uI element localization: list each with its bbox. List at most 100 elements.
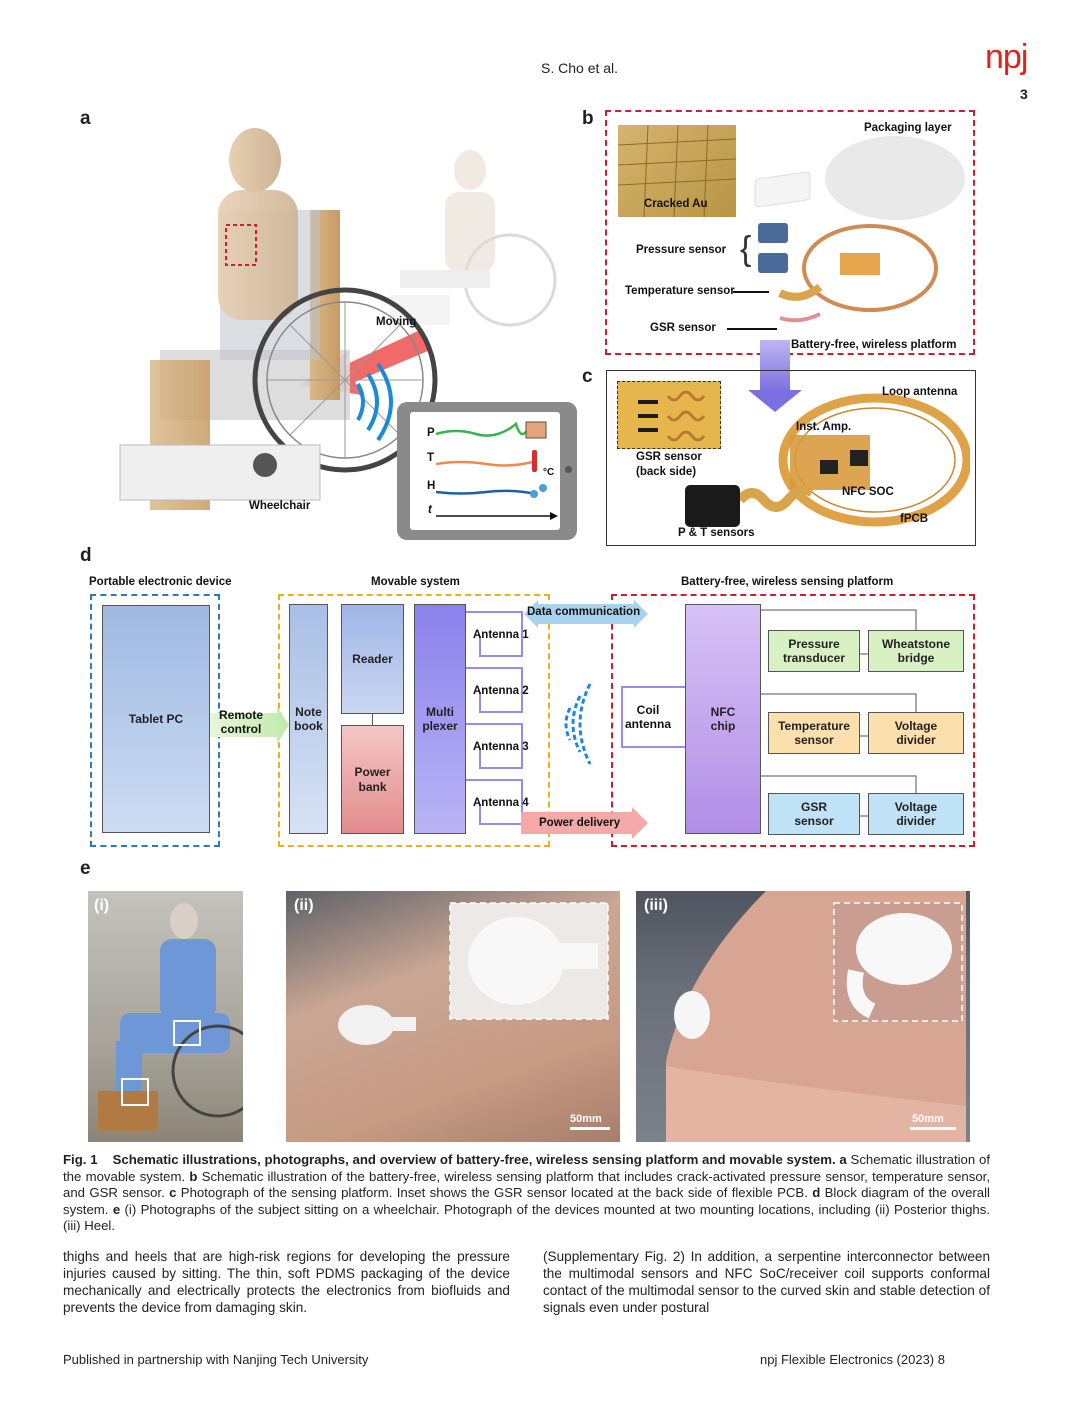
gsr-line-1: GSR bbox=[800, 799, 827, 814]
tablet-row-h: H bbox=[427, 480, 436, 492]
antenna-2-label: Antenna 2 bbox=[473, 685, 529, 697]
gsr-back-label-1: GSR sensor bbox=[636, 451, 702, 463]
body-left-column: thighs and heels that are high-risk regi… bbox=[63, 1249, 510, 1315]
wheatstone-line-1: Wheatstone bbox=[881, 636, 950, 651]
voltage-2-line-2: divider bbox=[896, 814, 936, 828]
packaging-layer-label: Packaging layer bbox=[864, 122, 952, 134]
panel-letter-b: b bbox=[582, 108, 594, 129]
photo-heel: (iii) 50mm bbox=[636, 891, 970, 1142]
caption-fig-number: Fig. 1 bbox=[63, 1152, 98, 1167]
notebook-block: Note book bbox=[289, 604, 328, 834]
wireless-signal-icon-d bbox=[564, 683, 592, 765]
remote-control-arrow bbox=[210, 713, 280, 737]
thermometer-icon bbox=[532, 450, 537, 472]
caption-b-letter: b bbox=[189, 1168, 198, 1184]
coil-antenna-loop bbox=[621, 686, 685, 748]
tablet-pc-text: Tablet PC bbox=[128, 711, 184, 726]
caption-a-text: Schematic illustration of the movable sy… bbox=[63, 1152, 990, 1184]
photo-label-i: (i) bbox=[94, 897, 110, 914]
power-delivery-label: Power delivery bbox=[539, 817, 621, 829]
voltage-1-line-2: divider bbox=[896, 733, 936, 747]
power-bank-block: Power bank bbox=[341, 725, 404, 834]
gsr-sensor-block: GSR sensor bbox=[768, 793, 860, 835]
voltage-divider-block-2: Voltage divider bbox=[868, 793, 964, 835]
moving-label: Moving bbox=[376, 316, 417, 328]
photo-label-iii: (iii) bbox=[644, 897, 668, 914]
nfc-line-1: NFC bbox=[710, 704, 736, 719]
loop-antenna-label: Loop antenna bbox=[882, 386, 958, 398]
scale-bar-iii bbox=[910, 1127, 956, 1130]
wheatstone-bridge-block: Wheatstone bridge bbox=[868, 630, 964, 672]
body-right-column: (Supplementary Fig. 2) In addition, a se… bbox=[543, 1249, 990, 1315]
reader-text: Reader bbox=[352, 651, 393, 666]
pressure-transducer-block: Pressure transducer bbox=[768, 630, 860, 672]
cracked-au-photo bbox=[618, 125, 736, 217]
group-label-movable: Movable system bbox=[371, 576, 460, 588]
photo-posterior-thigh: (ii) 50mm bbox=[286, 891, 620, 1142]
pressure-line-2: transducer bbox=[782, 651, 846, 665]
photo-label-ii: (ii) bbox=[294, 897, 314, 914]
remote-line-2: control bbox=[220, 722, 262, 736]
gsr-back-label-2: (back side) bbox=[636, 466, 697, 478]
caption-b-text: Schematic illustration of the battery-fr… bbox=[63, 1168, 990, 1201]
tablet-device bbox=[397, 402, 577, 540]
multiplexer-line-1: Multi bbox=[426, 704, 454, 719]
platform-connectors bbox=[761, 609, 917, 817]
remote-control-arrowhead bbox=[277, 706, 289, 744]
nfc-soc-label: NFC SOC bbox=[842, 486, 894, 498]
scale-label-iii: 50mm bbox=[912, 1113, 944, 1125]
multiplexer-line-2: plexer bbox=[422, 719, 458, 733]
platform-label: Battery-free, wireless platform bbox=[791, 339, 957, 351]
pressure-icon bbox=[525, 421, 547, 439]
gsr-line-2: sensor bbox=[794, 814, 834, 828]
nfc-line-2: chip bbox=[710, 719, 736, 733]
tablet-pc-block: Tablet PC bbox=[102, 605, 210, 833]
page-number: 3 bbox=[1020, 86, 1028, 102]
temperature-arrow bbox=[733, 291, 769, 293]
ghost-wheelchair bbox=[390, 150, 557, 327]
inst-amp-label: Inst. Amp. bbox=[796, 421, 852, 433]
journal-logo: npj bbox=[985, 38, 1028, 76]
wheatstone-line-2: bridge bbox=[897, 651, 935, 665]
multiplexer-block: Multi plexer bbox=[414, 604, 466, 834]
tablet-row-t: T bbox=[427, 452, 435, 464]
tablet-graph bbox=[435, 421, 558, 520]
temperature-sensor-block: Temperature sensor bbox=[768, 712, 860, 754]
caption-c-text: Photograph of the sensing platform. Inse… bbox=[176, 1185, 813, 1200]
pressure-sensor-label: Pressure sensor bbox=[636, 244, 727, 256]
sensor-location-box bbox=[225, 224, 257, 266]
coil-line-2: antenna bbox=[625, 717, 672, 731]
tablet-home-button bbox=[565, 466, 572, 473]
tablet-time-label: t bbox=[428, 504, 432, 516]
sensing-platform-photo bbox=[685, 393, 970, 527]
panel-letter-d: d bbox=[80, 545, 92, 566]
notebook-line-2: book bbox=[294, 719, 323, 733]
pt-sensors-label: P & T sensors bbox=[678, 527, 755, 539]
droplet-icon bbox=[539, 484, 547, 492]
caption-a-letter: a bbox=[839, 1152, 847, 1167]
gsr-arrow bbox=[727, 328, 777, 330]
scale-label-ii: 50mm bbox=[570, 1113, 602, 1125]
droplet-icon bbox=[530, 490, 538, 498]
remote-line-1: Remote bbox=[219, 708, 264, 722]
tablet-row-p: P bbox=[427, 427, 435, 439]
cracked-au-label: Cracked Au bbox=[644, 198, 708, 210]
voltage-1-line-1: Voltage bbox=[894, 718, 938, 733]
running-header-author: S. Cho et al. bbox=[541, 60, 619, 76]
platform-exploded-view bbox=[754, 136, 965, 323]
b-to-c-arrow bbox=[760, 340, 790, 392]
celsius-label: °C bbox=[543, 467, 555, 478]
wheelchair-label: Wheelchair bbox=[249, 500, 311, 512]
panel-c-frame bbox=[606, 370, 976, 546]
scale-bar-ii bbox=[570, 1127, 610, 1130]
wheelchair-illustration bbox=[119, 128, 557, 510]
coil-antenna-label: Coil antenna bbox=[625, 703, 671, 731]
voltage-divider-block-1: Voltage divider bbox=[868, 712, 964, 754]
antenna-3-label: Antenna 3 bbox=[473, 741, 529, 753]
fpcb-label: fPCB bbox=[900, 513, 929, 525]
notebook-line-1: Note bbox=[295, 704, 322, 719]
group-label-platform: Battery-free, wireless sensing platform bbox=[681, 576, 894, 588]
panel-letter-e: e bbox=[80, 858, 91, 879]
platform-frame bbox=[611, 594, 975, 847]
data-communication-label: Data communication bbox=[527, 606, 641, 618]
